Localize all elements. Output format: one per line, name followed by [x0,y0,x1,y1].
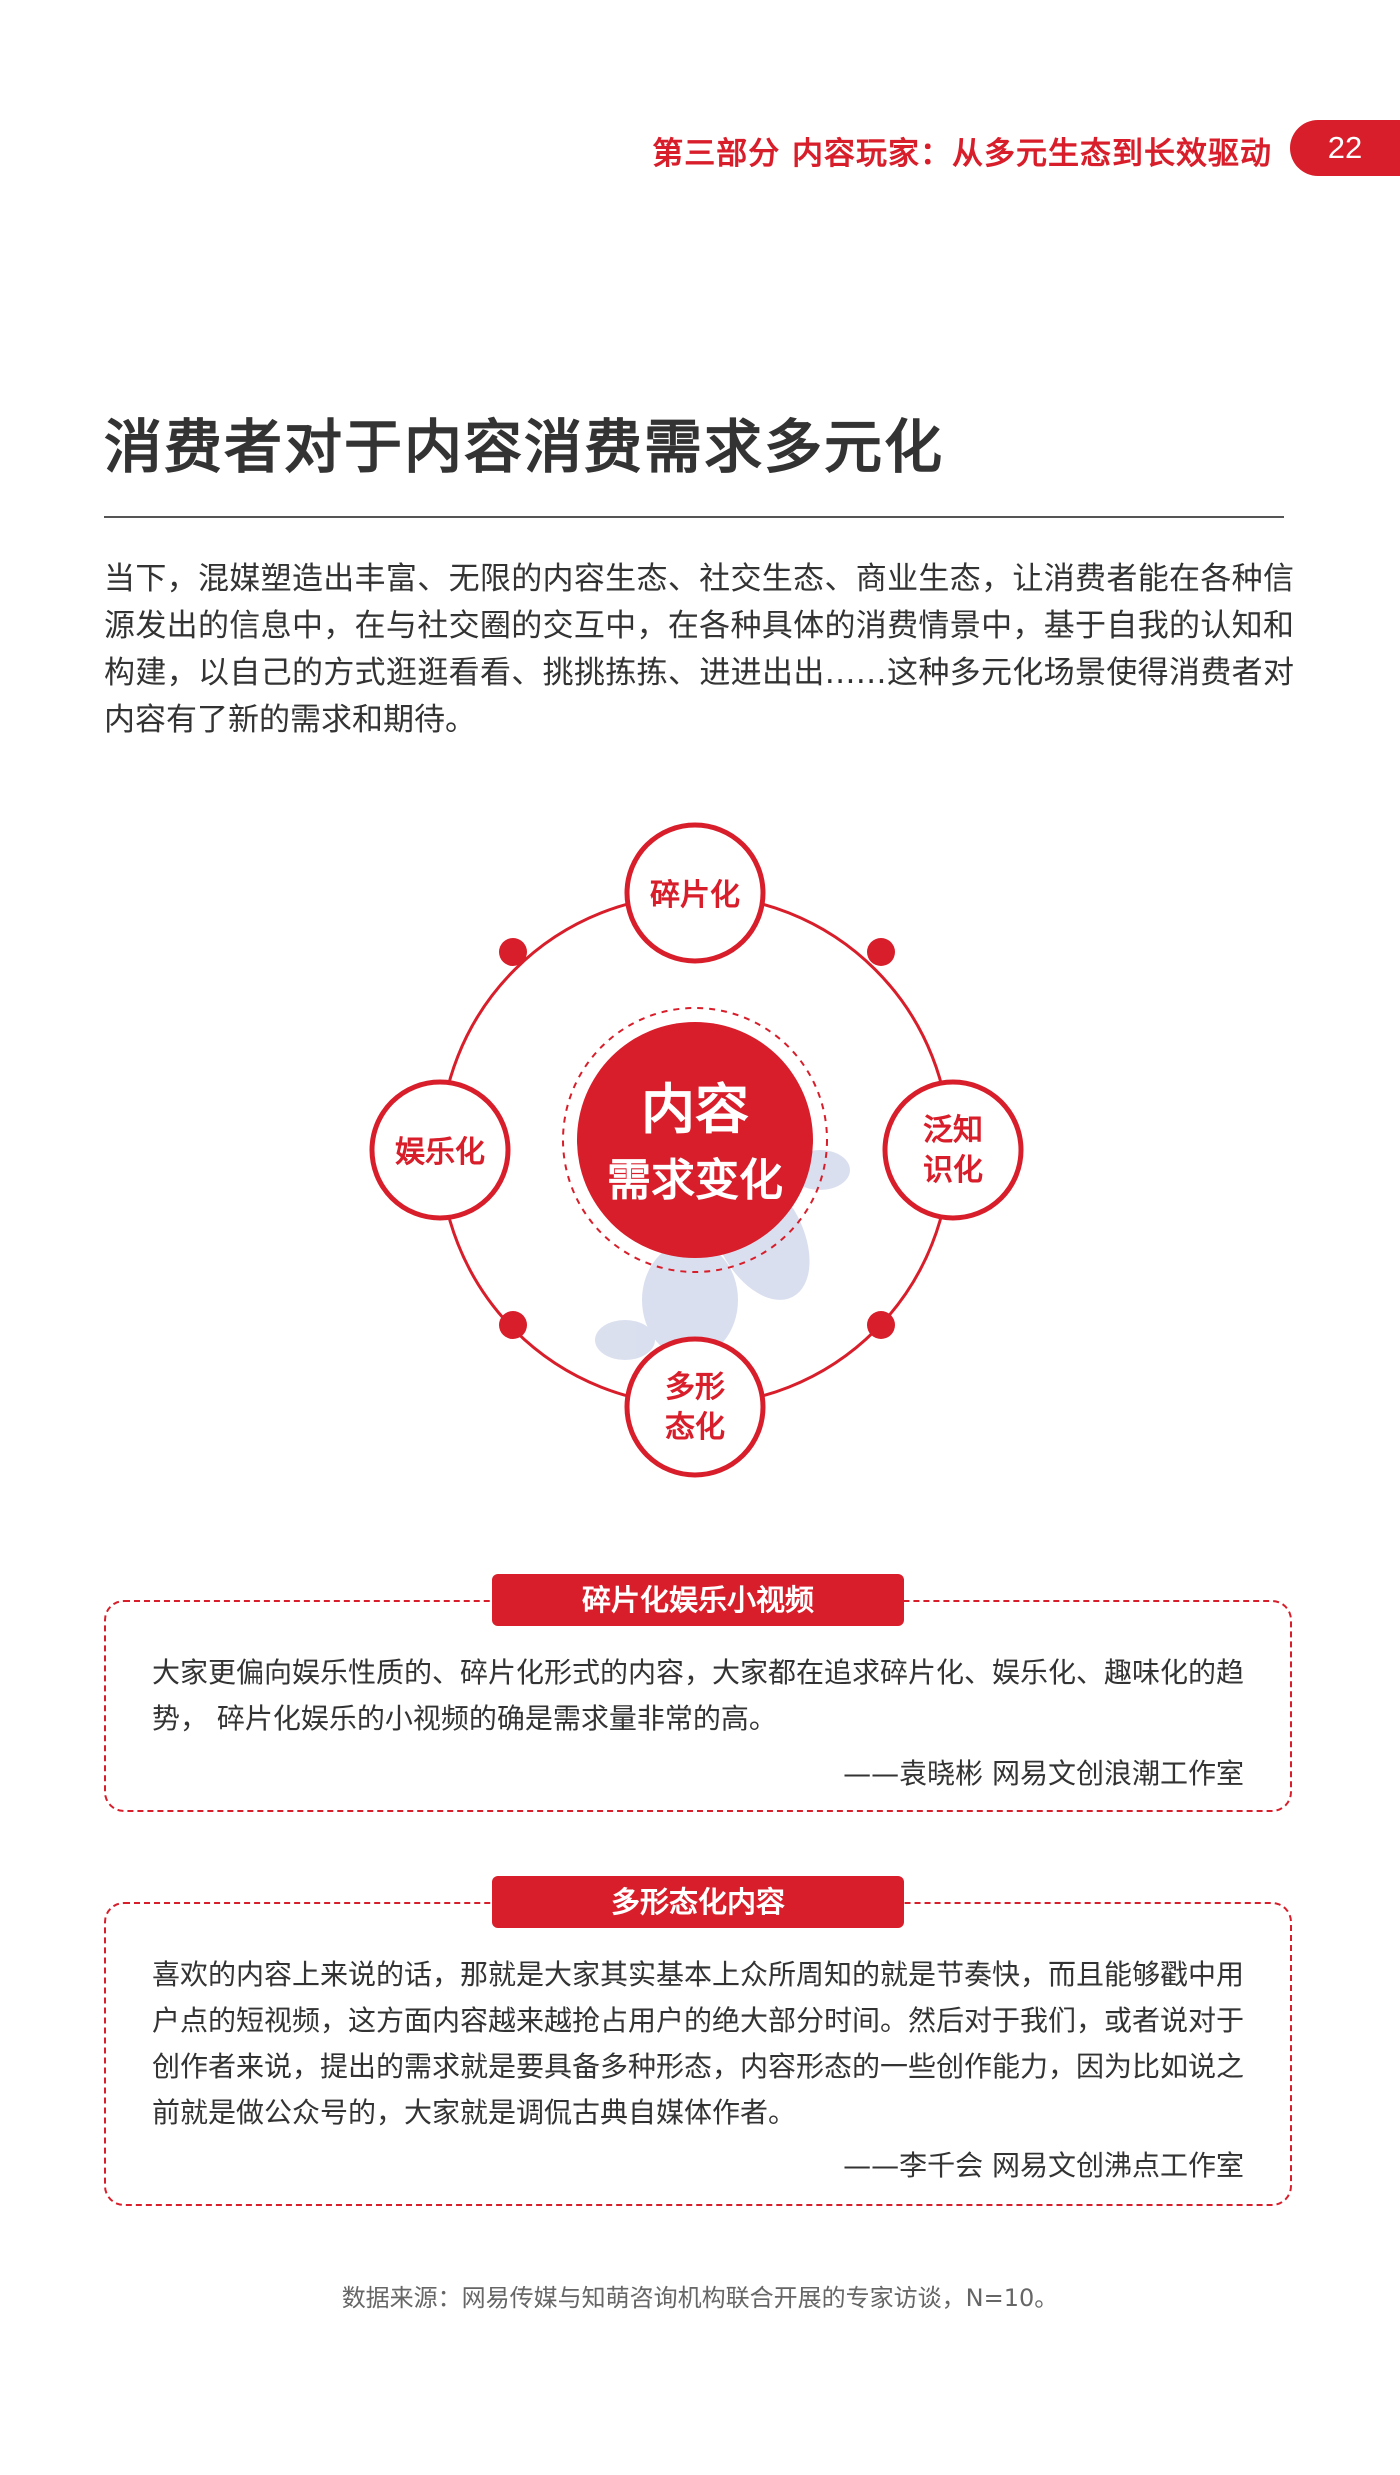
node-left-circle [369,1079,511,1221]
node-bottom-circle [624,1336,766,1478]
node-bottom-label-line1: 多形 [665,1370,725,1405]
node-right-label-line1: 泛知 [923,1113,983,1148]
ring-dot-top-right [867,938,895,966]
node-right-circle [882,1079,1024,1221]
ring-dot-bottom-right [867,1311,895,1339]
quote-text: 大家更偏向娱乐性质的、碎片化形式的内容，大家都在追求碎片化、娱乐化、趣味化的趋势… [152,1656,1245,1735]
page-number-badge: 22 [1290,120,1400,176]
data-source-footnote: 数据来源：网易传媒与知萌咨询机构联合开展的专家访谈，N=10。 [341,2284,1059,2312]
center-dashed-ring [562,1007,828,1273]
quote-source: ——李千会 网易文创沸点工作室 [843,2149,1244,2182]
node-top-label: 碎片化 [650,878,740,913]
quote-box-fragmented: 碎片化娱乐小视频 大家更偏向娱乐性质的、碎片化形式的内容，大家都在追求碎片化、娱… [104,1574,1292,1812]
intro-paragraph: 当下，混媒塑造出丰富、无限的内容生态、社交生态、商业生态，让消费者能在各种信源发… [104,561,1294,738]
center-label-line2: 需求变化 [607,1155,783,1206]
node-top-circle [624,822,766,964]
quote-label: 多形态化内容 [492,1876,904,1928]
quote-box-multiform: 多形态化内容 喜欢的内容上来说的话，那就是大家其实基本上众所周知的就是节奏快，而… [104,1876,1292,2206]
quote-text: 喜欢的内容上来说的话，那就是大家其实基本上众所周知的就是节奏快，而且能够戳中用户… [152,1958,1245,2129]
quote-label: 碎片化娱乐小视频 [492,1574,904,1626]
demand-diagram: 内容 需求变化 碎片化 泛知 识化 多形 态化 娱乐化 [369,822,1024,1478]
ring-dot-bottom-left [499,1311,527,1339]
node-right-label-line2: 识化 [923,1153,983,1188]
center-circle [577,1022,813,1258]
center-label-line1: 内容 [641,1078,749,1141]
page-title: 消费者对于内容消费需求多元化 [104,413,945,481]
quote-source: ——袁晓彬 网易文创浪潮工作室 [843,1757,1244,1790]
section-header-title: 第三部分 内容玩家：从多元生态到长效驱动 [652,136,1272,172]
title-divider [104,516,1284,518]
node-bottom-label-line2: 态化 [665,1410,725,1445]
ring-dot-top-left [499,938,527,966]
node-left-label: 娱乐化 [395,1135,485,1170]
